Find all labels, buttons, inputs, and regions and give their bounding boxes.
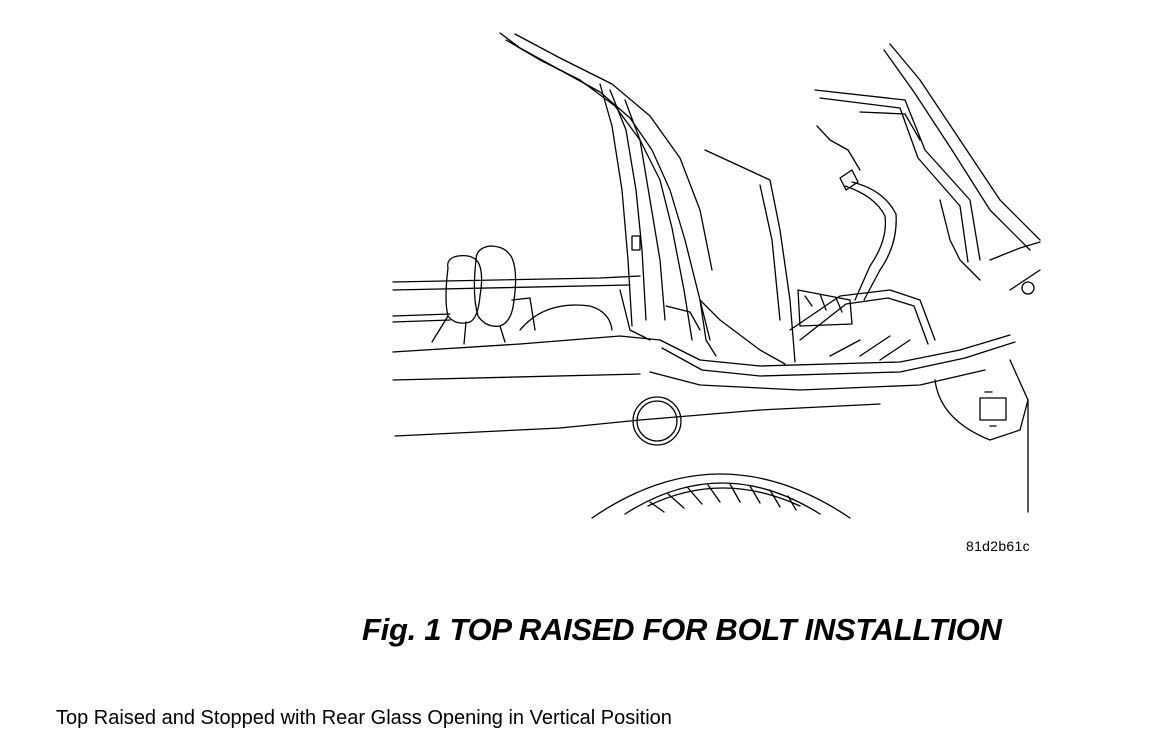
figure-caption: Fig. 1 TOP RAISED FOR BOLT INSTALLTION — [362, 612, 1002, 647]
body-beltline — [392, 275, 1016, 437]
deck-opening — [789, 289, 936, 361]
seat-headrests — [431, 245, 613, 345]
top-frame-left — [499, 32, 717, 357]
convertible-top-line-drawing — [392, 32, 1041, 519]
fuel-door — [632, 396, 682, 446]
figure-id-code: 81d2b61c — [966, 538, 1030, 554]
rear-glass-panel — [699, 149, 796, 365]
hydraulic-strut — [797, 169, 897, 327]
rear-quarter — [934, 359, 1029, 513]
body-paragraph: Top Raised and Stopped with Rear Glass O… — [56, 707, 672, 729]
top-frame-right — [814, 43, 1041, 295]
wheel-arch — [591, 473, 851, 519]
